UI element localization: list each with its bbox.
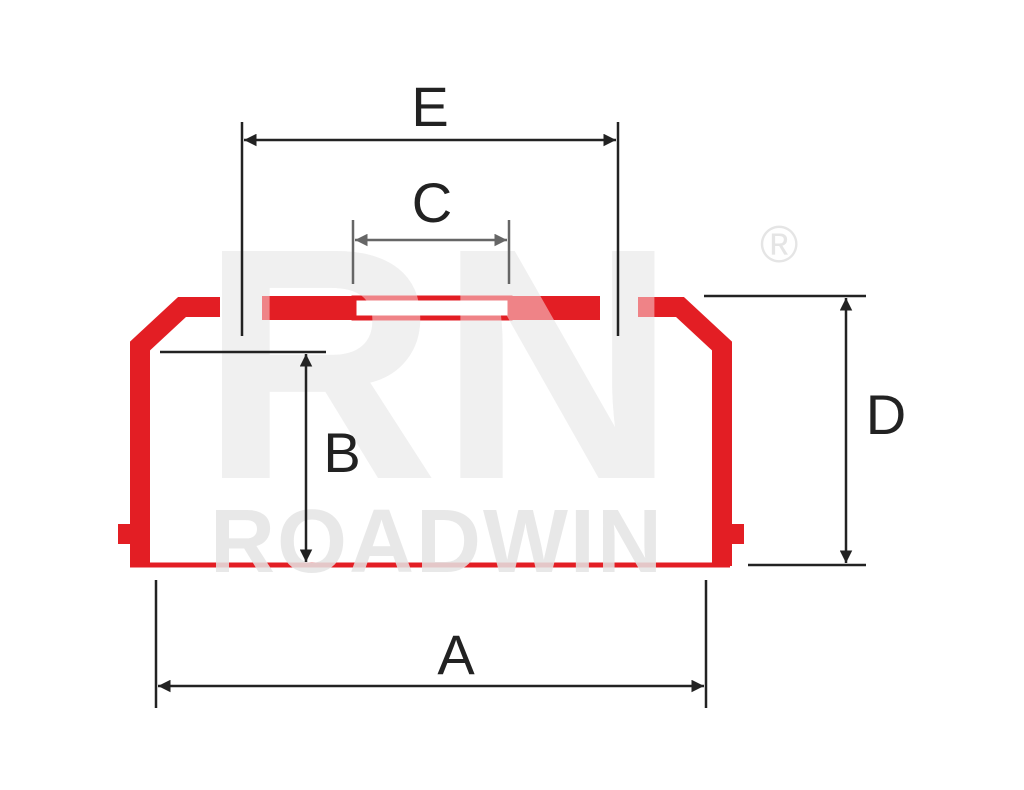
part-left-lip <box>118 524 132 544</box>
part-right-lip <box>730 524 744 544</box>
dimension-b-label: B <box>323 421 360 484</box>
dimension-a-label: A <box>437 623 475 686</box>
dimension-c <box>351 220 511 284</box>
dimension-a <box>154 580 708 708</box>
dimension-c-label: C <box>412 171 452 234</box>
part-right-wall <box>638 297 732 566</box>
part-top-plate-left <box>262 296 354 320</box>
part-profile <box>118 295 744 568</box>
dimension-b <box>160 350 326 562</box>
watermark-brand-text: ROADWIN <box>210 492 664 592</box>
dimension-e-label: E <box>411 75 448 138</box>
watermark-registered-mark: ® <box>760 216 798 274</box>
dimension-d-label: D <box>866 383 906 446</box>
part-top-plate-right <box>510 296 600 320</box>
dimension-d <box>704 294 866 567</box>
dimension-e <box>240 122 620 336</box>
part-left-wall <box>130 297 220 566</box>
